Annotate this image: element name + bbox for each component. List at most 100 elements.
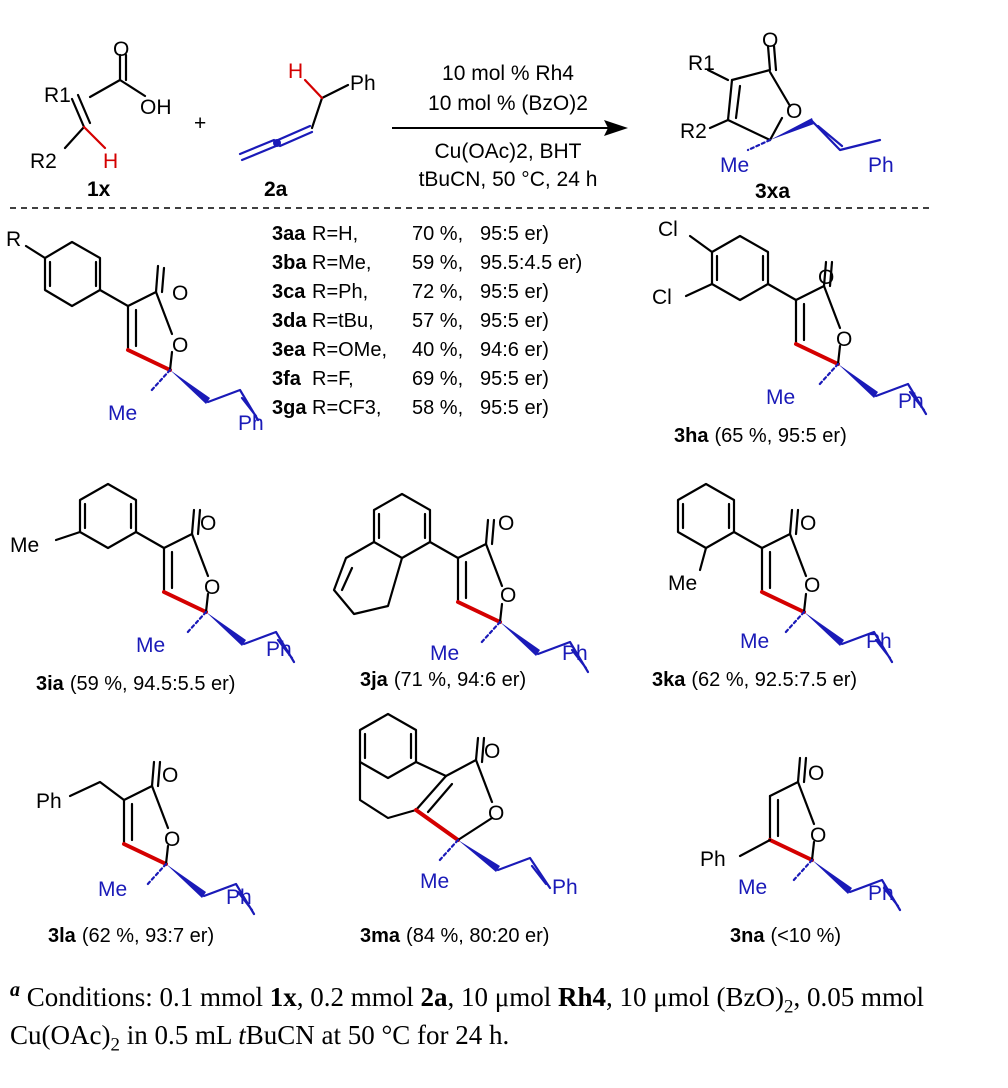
atom-o: O bbox=[113, 38, 129, 61]
atom-me: Me bbox=[766, 386, 795, 409]
reactant-2a-label: 2a bbox=[264, 178, 288, 201]
entry-row: 3ca R=Ph, 72 %, 95:5 er) bbox=[272, 281, 549, 303]
structure-3ja: O O Me Ph 3ja(71 %, 94:6 er) bbox=[332, 492, 590, 691]
footnote-text-6: in 0.5 mL bbox=[119, 1020, 239, 1050]
entry-r: R=Me, bbox=[312, 252, 371, 274]
entry-er: 95:5 er) bbox=[480, 281, 549, 303]
atom-ph: Ph bbox=[552, 876, 578, 899]
product-id: 3ha bbox=[674, 425, 709, 447]
entry-id: 3fa bbox=[272, 368, 302, 390]
product-detail: (62 %, 92.5:7.5 er) bbox=[691, 669, 857, 691]
entry-r: R=tBu, bbox=[312, 310, 374, 332]
entry-row: 3ba R=Me, 59 %, 95.5:4.5 er) bbox=[272, 252, 582, 274]
structure-3ma: O O Me Ph 3ma(84 %, 80:20 er) bbox=[358, 712, 578, 947]
entry-r: R=F, bbox=[312, 368, 354, 390]
atom-me: Me bbox=[740, 630, 769, 653]
atom-me: Me bbox=[136, 634, 165, 657]
allene-center-dot bbox=[273, 139, 281, 147]
entry-yield: 58 %, bbox=[412, 397, 463, 419]
atom-o-carbonyl: O bbox=[762, 29, 778, 52]
atom-o-carbonyl: O bbox=[818, 266, 834, 289]
atom-ph-vinyl: Ph bbox=[226, 886, 252, 909]
entry-id: 3da bbox=[272, 310, 307, 332]
footnote-text-2: , 0.2 mmol bbox=[296, 982, 421, 1012]
product-id: 3ja bbox=[360, 669, 389, 691]
caption-3la: 3la(62 %, 93:7 er) bbox=[48, 925, 214, 947]
condition-line-3: Cu(OAc)2, BHT bbox=[434, 140, 581, 163]
atom-o-carbonyl: O bbox=[162, 764, 178, 787]
atom-r2: R2 bbox=[30, 150, 57, 173]
reactant-1x-label: 1x bbox=[87, 178, 111, 201]
atom-o-ring: O bbox=[786, 100, 802, 123]
footnote-text-7: BuCN at 50 °C for 24 h. bbox=[245, 1020, 510, 1050]
product-id: 3ia bbox=[36, 673, 65, 695]
entry-id: 3aa bbox=[272, 223, 306, 245]
footnote-sub-1: 2 bbox=[784, 996, 794, 1018]
entry-row: 3ea R=OMe, 40 %, 94:6 er) bbox=[272, 339, 549, 361]
entry-row: 3aa R=H, 70 %, 95:5 er) bbox=[272, 223, 549, 245]
atom-ph: Ph bbox=[238, 412, 264, 435]
product-id: 3ka bbox=[652, 669, 686, 691]
atom-ph: Ph bbox=[562, 642, 588, 665]
atom-o-ring: O bbox=[488, 802, 504, 825]
entry-er: 94:6 er) bbox=[480, 339, 549, 361]
atom-r1-product: R1 bbox=[688, 52, 715, 75]
atom-o-ring: O bbox=[164, 828, 180, 851]
structure-3ka: Me O O Me Ph 3ka(62 %, 92.5:7.5 er) bbox=[652, 482, 894, 691]
footnote: a Conditions: 0.1 mmol 1x, 0.2 mmol 2a, … bbox=[10, 978, 1000, 1054]
product-detail: (71 %, 94:6 er) bbox=[394, 669, 526, 691]
atom-o-carbonyl: O bbox=[484, 740, 500, 763]
entry-id: 3ea bbox=[272, 339, 306, 361]
footnote-text-3: , 10 μmol bbox=[447, 982, 559, 1012]
product-detail: (84 %, 80:20 er) bbox=[406, 925, 549, 947]
entry-yield: 72 %, bbox=[412, 281, 463, 303]
caption-3ha: 3ha(65 %, 95:5 er) bbox=[674, 425, 847, 447]
caption-3ja: 3ja(71 %, 94:6 er) bbox=[360, 669, 526, 691]
entry-yield: 70 %, bbox=[412, 223, 463, 245]
entry-r: R=H, bbox=[312, 223, 358, 245]
footnote-text-1: Conditions: 0.1 mmol bbox=[26, 982, 270, 1012]
atom-me: Me bbox=[420, 870, 449, 893]
atom-o-carbonyl: O bbox=[800, 512, 816, 535]
atom-me: Me bbox=[720, 154, 749, 177]
entry-row: 3da R=tBu, 57 %, 95:5 er) bbox=[272, 310, 549, 332]
caption-3ka: 3ka(62 %, 92.5:7.5 er) bbox=[652, 669, 857, 691]
atom-ph-product: Ph bbox=[868, 154, 894, 177]
atom-o-ring: O bbox=[172, 334, 188, 357]
atom-ph: Ph bbox=[898, 390, 924, 413]
entry-er: 95:5 er) bbox=[480, 397, 549, 419]
entry-id: 3ca bbox=[272, 281, 306, 303]
atom-cl: Cl bbox=[658, 218, 678, 241]
product-id: 3na bbox=[730, 925, 765, 947]
product-id: 3ma bbox=[360, 925, 401, 947]
footnote-text-4: , 10 μmol (BzO) bbox=[606, 982, 784, 1012]
atom-o-ring: O bbox=[804, 574, 820, 597]
footnote-catalyst-rh4: Rh4 bbox=[558, 982, 607, 1012]
entry-id: 3ga bbox=[272, 397, 307, 419]
atom-o-carbonyl: O bbox=[498, 512, 514, 535]
footnote-compound-2a: 2a bbox=[420, 982, 448, 1012]
atom-o-ring: O bbox=[500, 584, 516, 607]
entry-yield: 57 %, bbox=[412, 310, 463, 332]
entry-er: 95.5:4.5 er) bbox=[480, 252, 582, 274]
atom-me: Me bbox=[108, 402, 137, 425]
footnote-italic-t: t bbox=[238, 1020, 246, 1050]
entry-er: 95:5 er) bbox=[480, 310, 549, 332]
atom-me: Me bbox=[738, 876, 767, 899]
atom-me: Me bbox=[430, 642, 459, 665]
footnote-compound-1x: 1x bbox=[269, 982, 297, 1012]
reaction-arrow: 10 mol % Rh4 10 mol % (BzO)2 Cu(OAc)2, B… bbox=[392, 62, 628, 191]
entry-r: R=OMe, bbox=[312, 339, 387, 361]
atom-ph: Ph bbox=[866, 630, 892, 653]
entry-er: 95:5 er) bbox=[480, 223, 549, 245]
atom-h-red-2: H bbox=[288, 60, 303, 83]
atom-o-carbonyl: O bbox=[172, 282, 188, 305]
product-detail: (59 %, 94.5:5.5 er) bbox=[70, 673, 236, 695]
product-detail: (62 %, 93:7 er) bbox=[82, 925, 214, 947]
entry-row: 3fa R=F, 69 %, 95:5 er) bbox=[272, 368, 549, 390]
structure-3la: Ph O O Me Ph 3la(62 %, 93:7 er) bbox=[36, 760, 256, 947]
atom-ph: Ph bbox=[700, 848, 726, 871]
reactant-2a: H Ph 2a bbox=[238, 60, 376, 201]
atom-r1: R1 bbox=[44, 84, 71, 107]
atom-ph: Ph bbox=[36, 790, 62, 813]
